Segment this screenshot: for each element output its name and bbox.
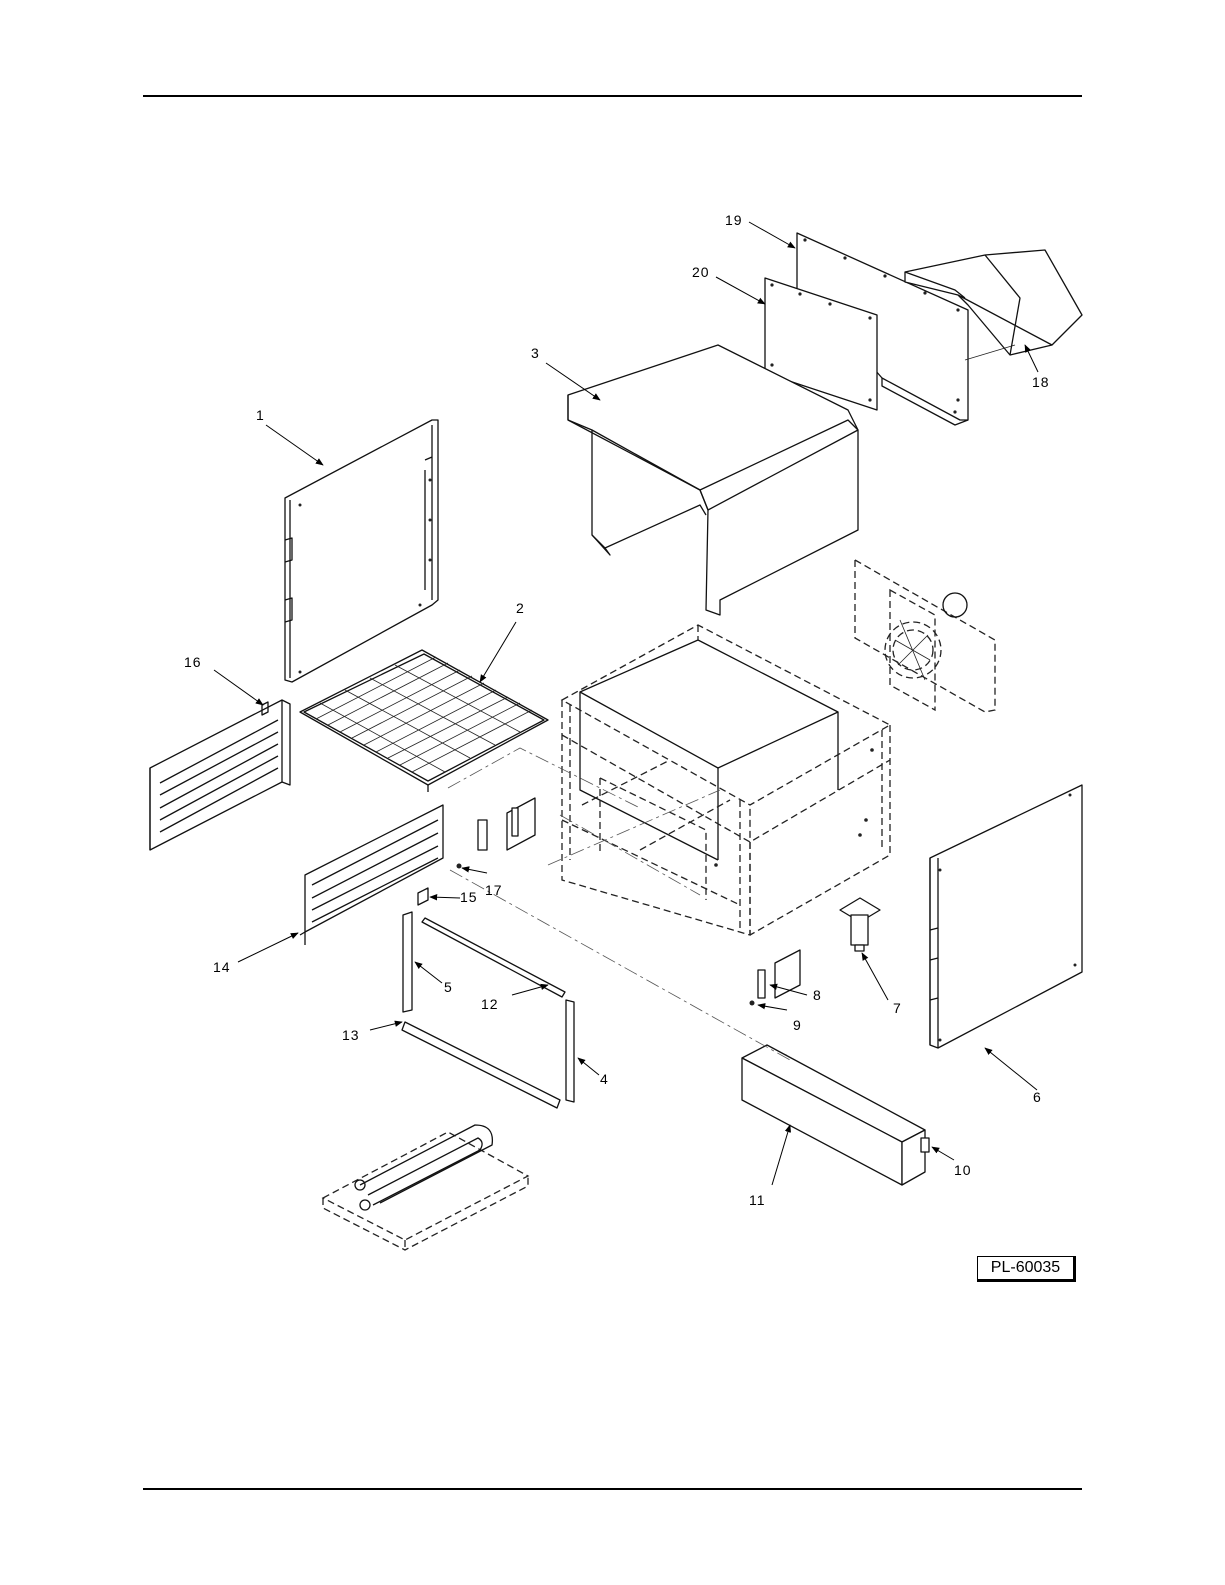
- callout-8: 8: [813, 987, 822, 1003]
- part-6-side-panel: [930, 785, 1082, 1048]
- callout-18: 18: [1032, 374, 1050, 390]
- callout-17: 17: [485, 882, 503, 898]
- part-4-trim-strip: [566, 1000, 574, 1102]
- part-16-rack-guide: [150, 700, 290, 850]
- callout-12: 12: [481, 996, 499, 1012]
- part-5-trim-strip: [403, 912, 412, 1012]
- callout-3: 3: [531, 345, 540, 361]
- part-11-front-panel: [742, 1045, 925, 1185]
- part-13-trim-strip: [402, 1022, 560, 1108]
- part-1-side-panel: [285, 420, 438, 682]
- callout-15: 15: [460, 889, 478, 905]
- alignment-lines: [448, 748, 790, 1060]
- callout-11: 11: [749, 1192, 766, 1208]
- part-14-rack-guide: [300, 805, 443, 945]
- callout-20: 20: [692, 264, 710, 280]
- callout-9: 9: [793, 1017, 802, 1033]
- callout-13: 13: [342, 1027, 360, 1043]
- callout-2: 2: [516, 600, 525, 616]
- callout-4: 4: [600, 1071, 609, 1087]
- heating-element-assembly: [323, 1125, 528, 1250]
- part-17-hinge: [457, 798, 536, 869]
- callout-7: 7: [893, 1000, 902, 1016]
- callout-5: 5: [444, 979, 453, 995]
- part-2-wire-rack: [300, 650, 548, 792]
- callout-10: 10: [954, 1162, 972, 1178]
- part-15-clip: [418, 888, 428, 905]
- callout-1: 1: [256, 407, 265, 423]
- callout-14: 14: [213, 959, 231, 975]
- callout-19: 19: [725, 212, 743, 228]
- callout-6: 6: [1033, 1089, 1042, 1105]
- oven-body-frame: [562, 625, 890, 935]
- callout-16: 16: [184, 654, 202, 670]
- convection-fan-assembly: [855, 560, 995, 712]
- drawing-reference-label: PL-60035: [977, 1256, 1076, 1282]
- part-7-leg: [840, 898, 880, 951]
- part-10-clip: [921, 1138, 929, 1152]
